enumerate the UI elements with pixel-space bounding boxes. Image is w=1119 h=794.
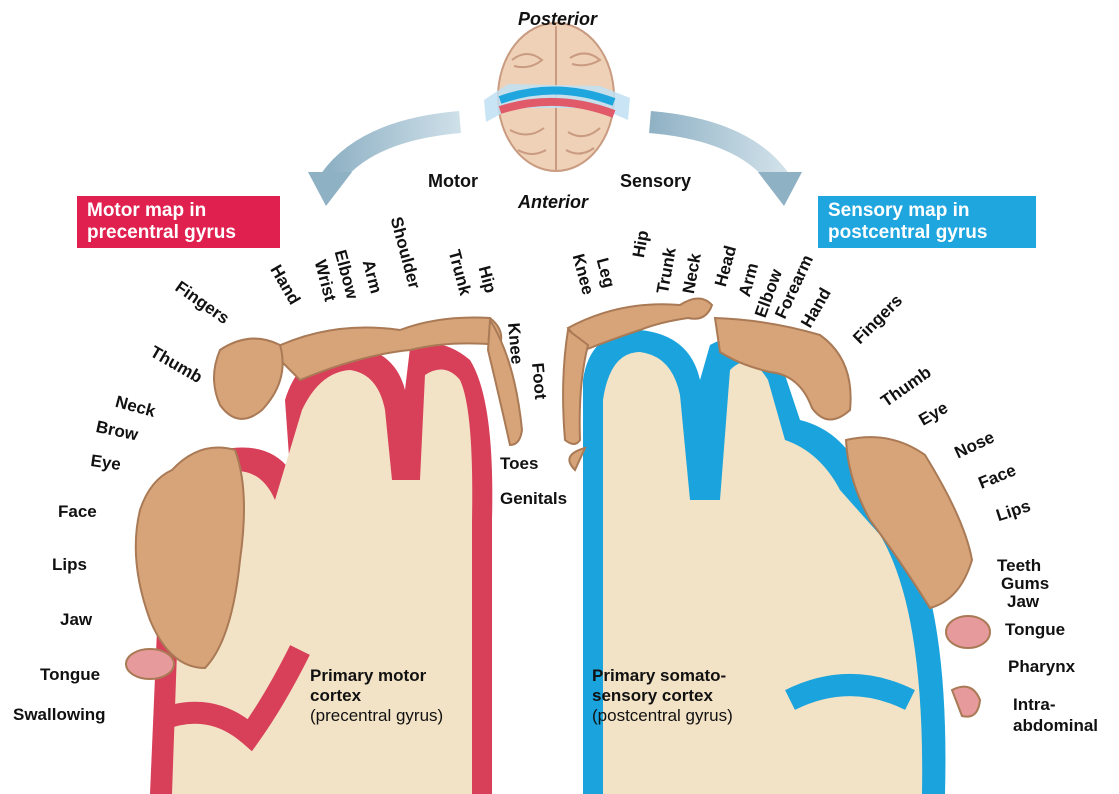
motor-tongue-label: Tongue xyxy=(40,666,100,683)
motor-label: Motor xyxy=(428,172,478,190)
sensory-jaw-label: Jaw xyxy=(1007,593,1039,610)
motor-arrow xyxy=(308,122,460,206)
sensory-caption-line3: (postcentral gyrus) xyxy=(592,706,733,726)
anterior-label: Anterior xyxy=(518,193,588,211)
motor-face-label: Face xyxy=(58,503,97,520)
sensory-pharynx-label: Pharynx xyxy=(1008,658,1075,675)
motor-swallowing-label: Swallowing xyxy=(13,706,106,723)
posterior-label: Posterior xyxy=(518,10,597,28)
sensory-map-box: Sensory map in postcentral gyrus xyxy=(818,196,1036,248)
motor-knee-label: Knee xyxy=(505,322,526,365)
sensory-cortex-caption: Primary somato- sensory cortex (postcent… xyxy=(592,666,733,726)
sensory-caption-line2: sensory cortex xyxy=(592,686,713,705)
motor-toes-label: Toes xyxy=(500,455,538,472)
sensory-arrow xyxy=(650,122,802,206)
motor-caption-line3: (precentral gyrus) xyxy=(310,706,443,726)
sensory-map-line1: Sensory map in xyxy=(828,200,1026,222)
motor-eye-label: Eye xyxy=(90,452,122,473)
sensory-intra-label-line1: Intra- xyxy=(1013,696,1056,713)
motor-map-line1: Motor map in xyxy=(87,200,270,222)
motor-map-line2: precentral gyrus xyxy=(87,222,270,244)
motor-jaw-label: Jaw xyxy=(60,611,92,628)
sensory-label: Sensory xyxy=(620,172,691,190)
motor-lips-label: Lips xyxy=(52,556,87,573)
motor-caption-line1: Primary motor xyxy=(310,666,426,685)
motor-map-box: Motor map in precentral gyrus xyxy=(77,196,280,248)
brain-top-view xyxy=(484,23,630,171)
sensory-map-line2: postcentral gyrus xyxy=(828,222,1026,244)
motor-caption-line2: cortex xyxy=(310,686,361,705)
motor-cortex-caption: Primary motor cortex (precentral gyrus) xyxy=(310,666,443,726)
sensory-caption-line1: Primary somato- xyxy=(592,666,726,685)
sensory-genitals-label: Genitals xyxy=(500,490,567,507)
sensory-gums-label: Gums xyxy=(1001,575,1049,592)
sensory-teeth-label: Teeth xyxy=(997,557,1041,574)
sensory-intra-label-line2: abdominal xyxy=(1013,717,1098,734)
sensory-hip-label: Hip xyxy=(630,229,651,259)
sensory-tongue-label: Tongue xyxy=(1005,621,1065,638)
motor-foot-label: Foot xyxy=(529,362,549,400)
